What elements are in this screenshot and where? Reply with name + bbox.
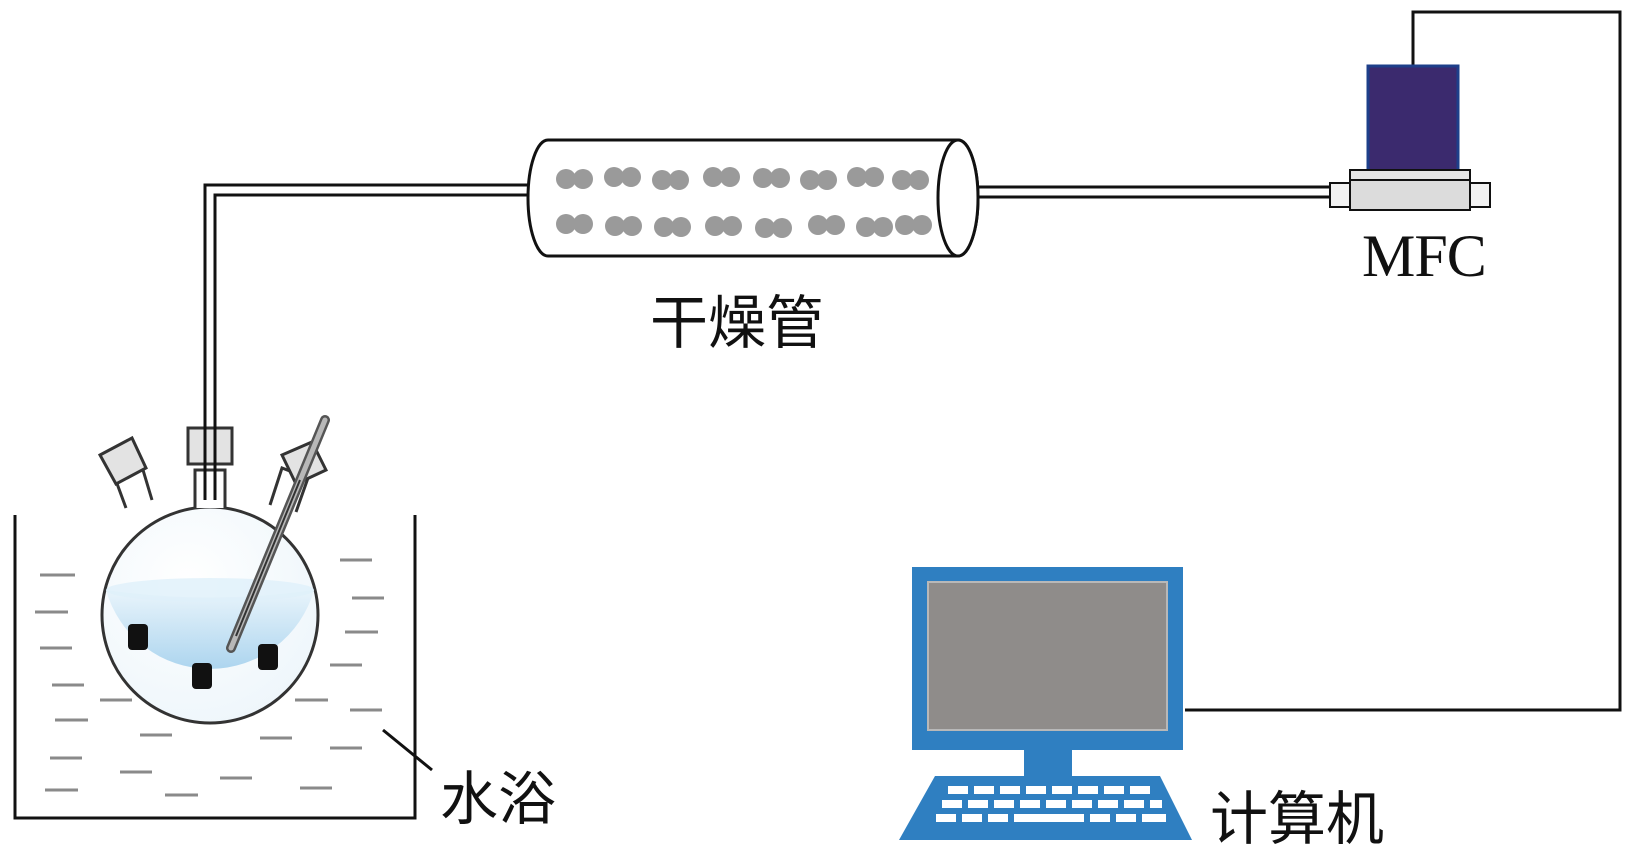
signal-cable: [1185, 10, 1622, 712]
water-dashes: [35, 558, 384, 797]
gas-line-flask-to-tube: [203, 183, 528, 430]
keyboard-keys: [936, 786, 1166, 822]
computer-label: 计算机: [1210, 785, 1385, 853]
three-neck-flask-icon: [97, 415, 330, 725]
gas-line-tube-to-mfc: [965, 185, 1330, 199]
thermometer-icon: [226, 415, 330, 653]
mass-flow-controller-icon: [1329, 64, 1491, 211]
water-bath-label: 水浴: [440, 765, 557, 833]
bath-leader-line: [382, 728, 433, 772]
water-bath-icon: [13, 515, 433, 820]
desiccant-granules: [556, 167, 932, 238]
computer-icon: [899, 567, 1192, 840]
mfc-label: MFC: [1362, 223, 1487, 289]
drying-tube-label: 干燥管: [650, 289, 825, 357]
drying-tube-icon: [526, 138, 980, 258]
stir-bars: [128, 624, 278, 689]
